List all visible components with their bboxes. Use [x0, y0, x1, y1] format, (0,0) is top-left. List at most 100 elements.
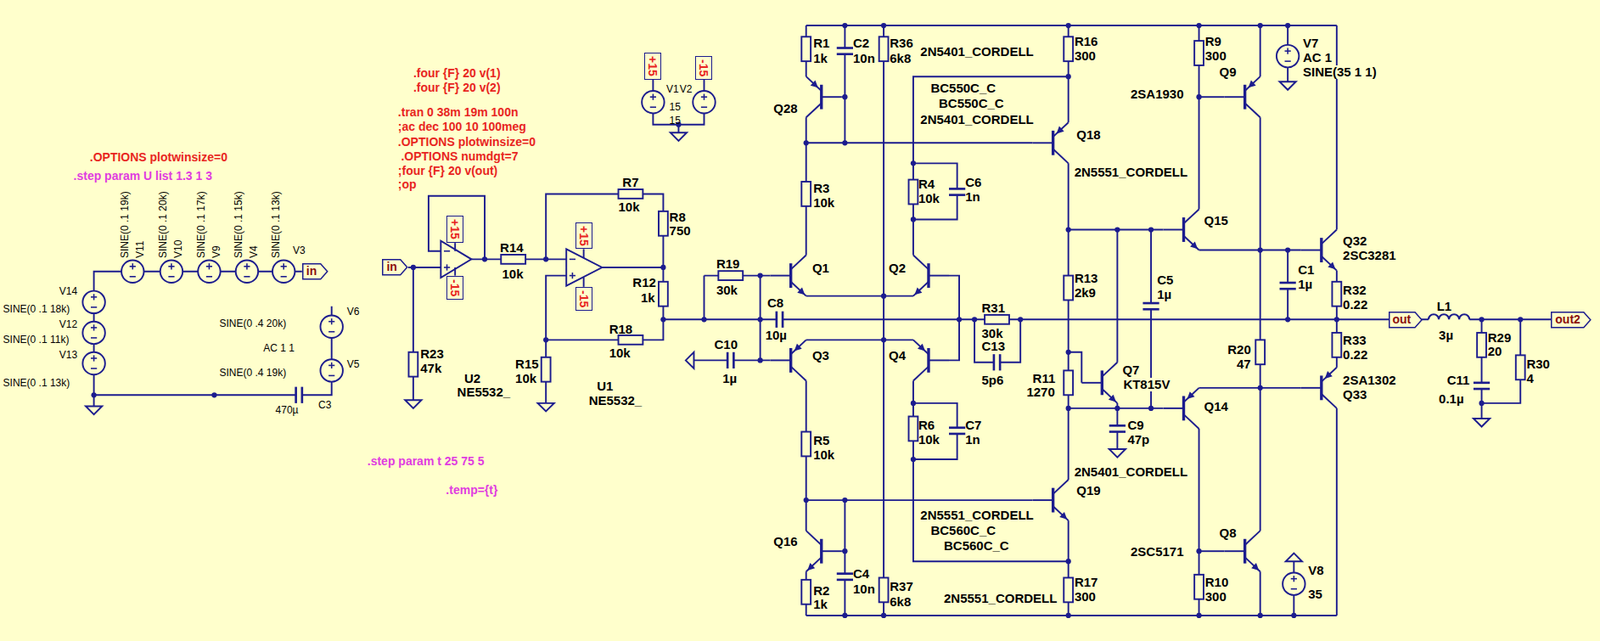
part-label: 10k: [515, 371, 537, 386]
capacitor-symbol: [1142, 302, 1159, 305]
part-label: 1k: [813, 51, 828, 66]
part-label: 2SC5171: [1130, 544, 1185, 559]
wire: [1259, 117, 1262, 531]
capacitor-gap: [993, 353, 1000, 372]
junction-dot: [910, 456, 916, 462]
transistor-arrow: [1251, 562, 1259, 571]
spice-directive: .tran 0 38m 19m 100n: [398, 106, 519, 119]
part-label: R3: [813, 181, 830, 196]
source-label: V10: [173, 240, 185, 259]
ground-symbol: [1473, 418, 1490, 427]
wire: [1482, 319, 1522, 404]
ground-symbol: [538, 403, 555, 412]
wire: [913, 76, 1069, 255]
voltage-source-symbol: [272, 260, 295, 283]
voltage-source-symbol: [82, 291, 105, 314]
flag-text: +15: [449, 218, 461, 240]
part-label: Q18: [1076, 128, 1101, 142]
transistor-symbol: [1101, 388, 1118, 404]
part-label: V7: [1302, 36, 1320, 51]
part-label: 10k: [618, 200, 640, 214]
junction-dot: [90, 392, 96, 398]
transistor-symbol: [913, 366, 929, 382]
transistor-symbol: [1032, 141, 1054, 144]
part-label: 5p6: [981, 373, 1004, 388]
junction-dot: [1285, 316, 1291, 322]
polarity-mark: [93, 293, 96, 300]
flag-outline: [303, 263, 328, 280]
part-label: R6: [918, 418, 935, 433]
source-label: V12: [59, 319, 78, 331]
transistor-symbol: [1184, 235, 1200, 251]
part-label: C10: [714, 337, 739, 352]
polarity-mark: [650, 106, 657, 108]
junction-dot: [956, 316, 962, 322]
part-label: Q1: [812, 261, 830, 276]
source-label: C3: [318, 399, 332, 411]
junction-dot: [1478, 316, 1484, 322]
resistor-symbol: [1331, 332, 1342, 358]
transistor-symbol: [1245, 530, 1261, 545]
polarity-mark: [93, 354, 96, 361]
spice-directive: ;four {F} 20 v(out): [398, 164, 498, 178]
junction-dot: [211, 392, 217, 398]
wire: [1336, 25, 1338, 230]
part-label: R36: [889, 36, 914, 51]
part-label: 2SA1302: [1342, 373, 1397, 388]
polarity-mark: [132, 263, 135, 270]
resistor-symbol: [618, 189, 644, 199]
junction-dot: [1334, 316, 1340, 322]
resistor-symbol: [909, 416, 919, 442]
junction-dot: [1517, 316, 1523, 322]
part-label: 2N5551_CORDELL: [943, 591, 1057, 606]
transistor-symbol: [1053, 505, 1069, 521]
polarity-mark: [446, 263, 449, 270]
polarity-mark: [569, 258, 576, 261]
part-label: Q33: [1342, 387, 1367, 402]
capacitor-gap: [836, 573, 855, 580]
polarity-mark: [243, 275, 250, 278]
junction-dot: [910, 216, 916, 222]
part-label: SINE(35 1 1): [1302, 65, 1378, 79]
polarity-mark: [331, 362, 333, 369]
transistor-arrow: [810, 79, 819, 88]
capacitor-gap: [948, 188, 967, 195]
transistor-symbol: [913, 255, 929, 270]
part-label: R1: [813, 36, 830, 51]
flag-outline: [1551, 311, 1591, 327]
wire: [842, 95, 846, 98]
part-label: R16: [1074, 34, 1099, 49]
part-label: C11: [1447, 373, 1471, 388]
part-label: R12: [632, 275, 657, 290]
net-label-flag: out: [1388, 311, 1423, 328]
part-label: Q32: [1342, 234, 1367, 248]
source-label: V6: [347, 306, 360, 318]
polarity-mark: [701, 106, 708, 108]
part-label: 300: [1205, 49, 1227, 63]
part-label: 0.22: [1342, 348, 1368, 362]
junction-dot: [971, 316, 977, 322]
part-label: Q16: [773, 534, 798, 549]
resistor-symbol: [408, 352, 418, 377]
source-label: SINE(0 .1 20k): [157, 190, 169, 259]
capacitor-symbol: [294, 387, 298, 404]
part-label: 3µ: [1438, 328, 1454, 343]
transistor-arrow: [1190, 241, 1198, 249]
junction-dot: [757, 272, 763, 278]
source-label: 15: [669, 101, 681, 113]
part-label: 300: [1074, 589, 1096, 604]
transistor-symbol: [1321, 230, 1337, 245]
polarity-mark: [90, 336, 97, 339]
source-label: 470µ: [275, 404, 299, 416]
transistor-symbol: [806, 76, 822, 91]
wire: [454, 242, 456, 252]
part-label: 2N5551_CORDELL: [920, 508, 1033, 523]
resistor-symbol: [1476, 332, 1487, 358]
part-label: 1µ: [722, 371, 737, 386]
transistor-arrow: [1327, 261, 1336, 270]
source-label: 15: [669, 115, 681, 127]
transistor-symbol: [821, 95, 843, 98]
wire: [1199, 387, 1302, 389]
part-label: U1: [596, 379, 613, 393]
polarity-mark: [328, 331, 335, 333]
